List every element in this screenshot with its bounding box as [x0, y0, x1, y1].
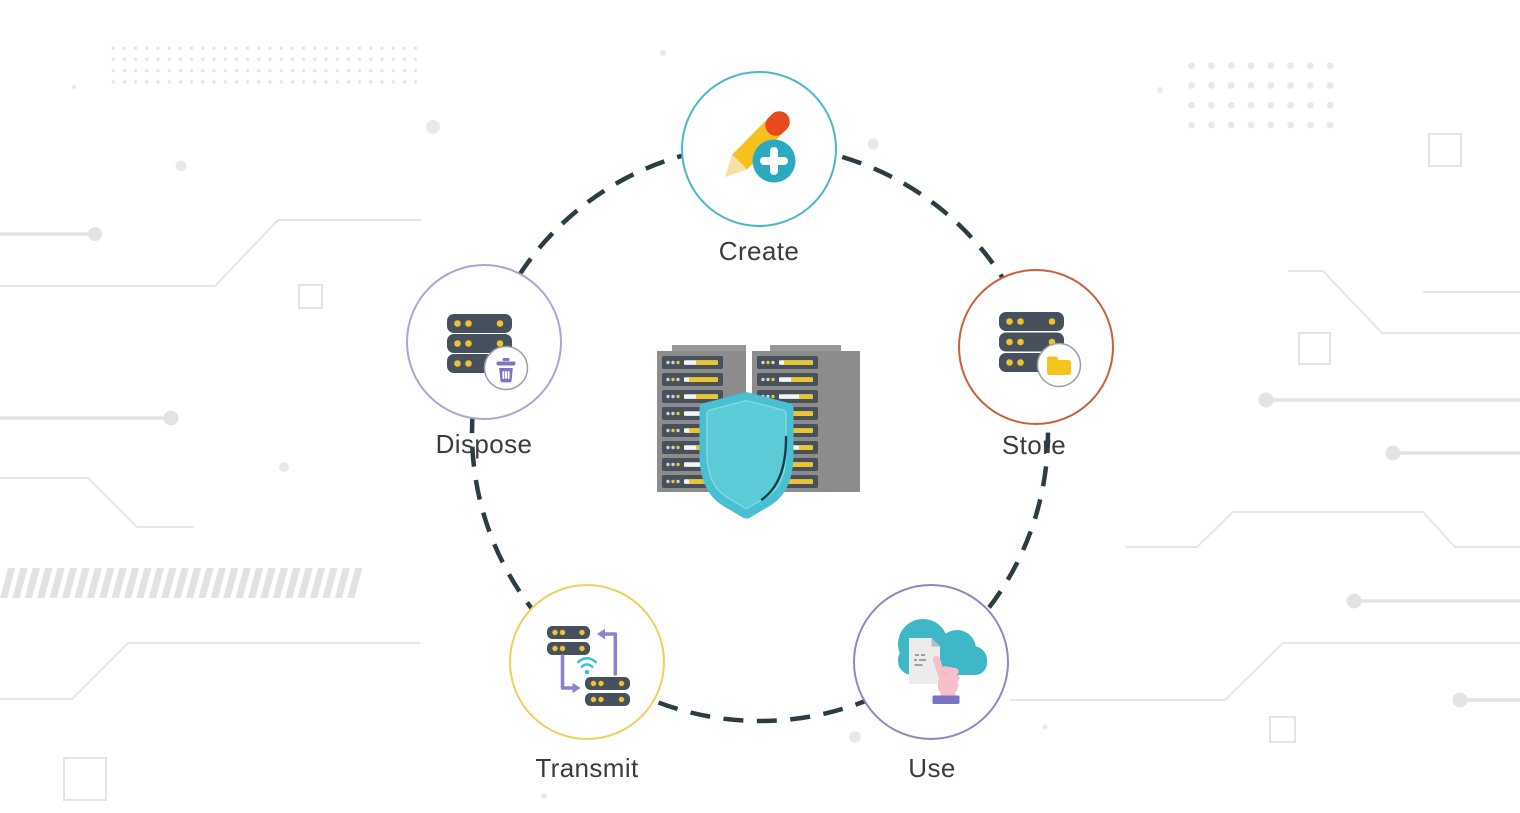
folder-icon: [1047, 356, 1071, 375]
node-dispose-label: Dispose: [435, 429, 533, 459]
dot-grid-top-right: [1188, 62, 1346, 134]
node-transmit-label: Transmit: [535, 753, 639, 783]
server-folder-icon: [999, 312, 1082, 388]
shield-icon: [699, 392, 794, 519]
wifi-icon: [577, 657, 597, 675]
trash-icon: [496, 358, 516, 383]
document-icon: [909, 638, 940, 684]
cloud-touch-icon: [898, 619, 987, 704]
node-transmit: [509, 584, 665, 740]
circuit-lines-thin: [0, 219, 1520, 701]
dot-grid-top-left: [111, 46, 417, 89]
node-store: [958, 269, 1114, 425]
pencil-plus-icon: [725, 111, 796, 183]
server-trash-icon: [447, 314, 529, 391]
circuit-lines-thick: [0, 232, 1520, 702]
outline-squares: [63, 133, 1462, 801]
node-use-label: Use: [908, 753, 956, 783]
hatch-stripes: [0, 568, 366, 598]
server-racks-shield-icon: [657, 345, 860, 519]
node-create-label: Create: [718, 236, 800, 266]
pointing-hand-icon: [932, 656, 960, 704]
node-store-label: Store: [1001, 430, 1067, 460]
server-transfer-icon: [547, 626, 630, 706]
node-dispose: [406, 264, 562, 420]
transfer-arrows: [560, 628, 618, 694]
circuit-nodes: [88, 227, 1468, 708]
scatter-dots: [72, 50, 1163, 799]
node-create: [681, 71, 837, 227]
node-use: [853, 584, 1009, 740]
